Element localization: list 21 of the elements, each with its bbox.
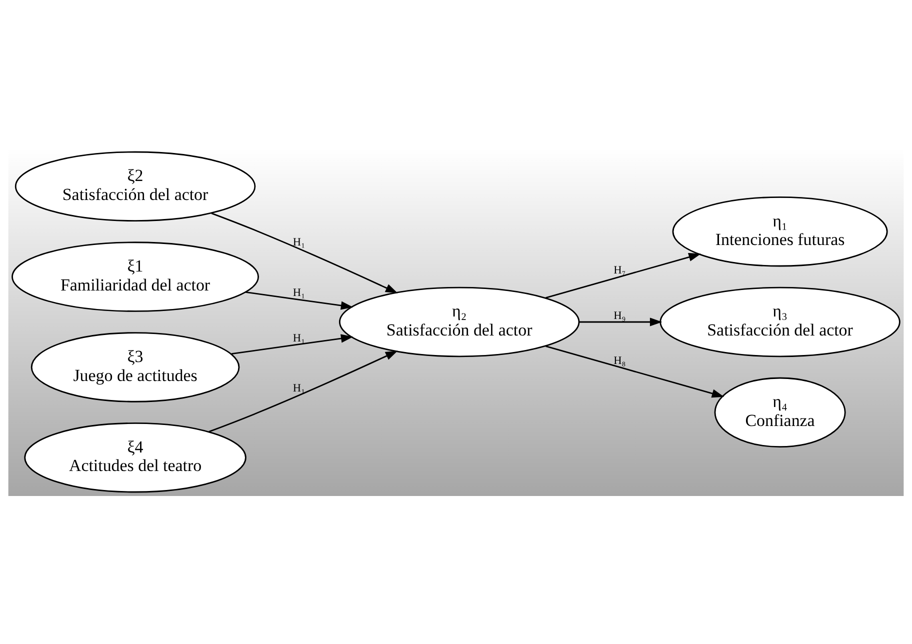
arrow [231,334,354,355]
edge-label: H₇ [614,264,626,277]
arrow [211,212,398,294]
arrow [208,350,398,432]
arrow [546,346,724,398]
arrow [546,252,701,298]
node-ellipse: ξ1 Familiaridad del actor [12,242,259,312]
node-ellipse: ξ2 Satisfacción del actor [14,151,256,222]
node-ellipse: η₁ Intenciones futuras [672,196,888,267]
node-ellipse: ξ3 Juego de actitudes [30,332,240,402]
arrow [579,318,662,326]
node-ellipse: η₃ Satisfacción del actor [660,286,900,358]
node-ellipse: η₄ Confianza [714,377,846,448]
edge-label: H₉ [614,310,626,322]
edge-label: H₁ [292,332,306,344]
node-ellipse: ξ4 Actitudes del teatro [24,422,246,493]
arrow [246,291,354,310]
edge-label: H₈ [614,355,626,367]
edge-label: H₁ [292,287,306,300]
edge-label: H₁ [292,382,306,394]
edge-label: H₁ [292,236,306,248]
